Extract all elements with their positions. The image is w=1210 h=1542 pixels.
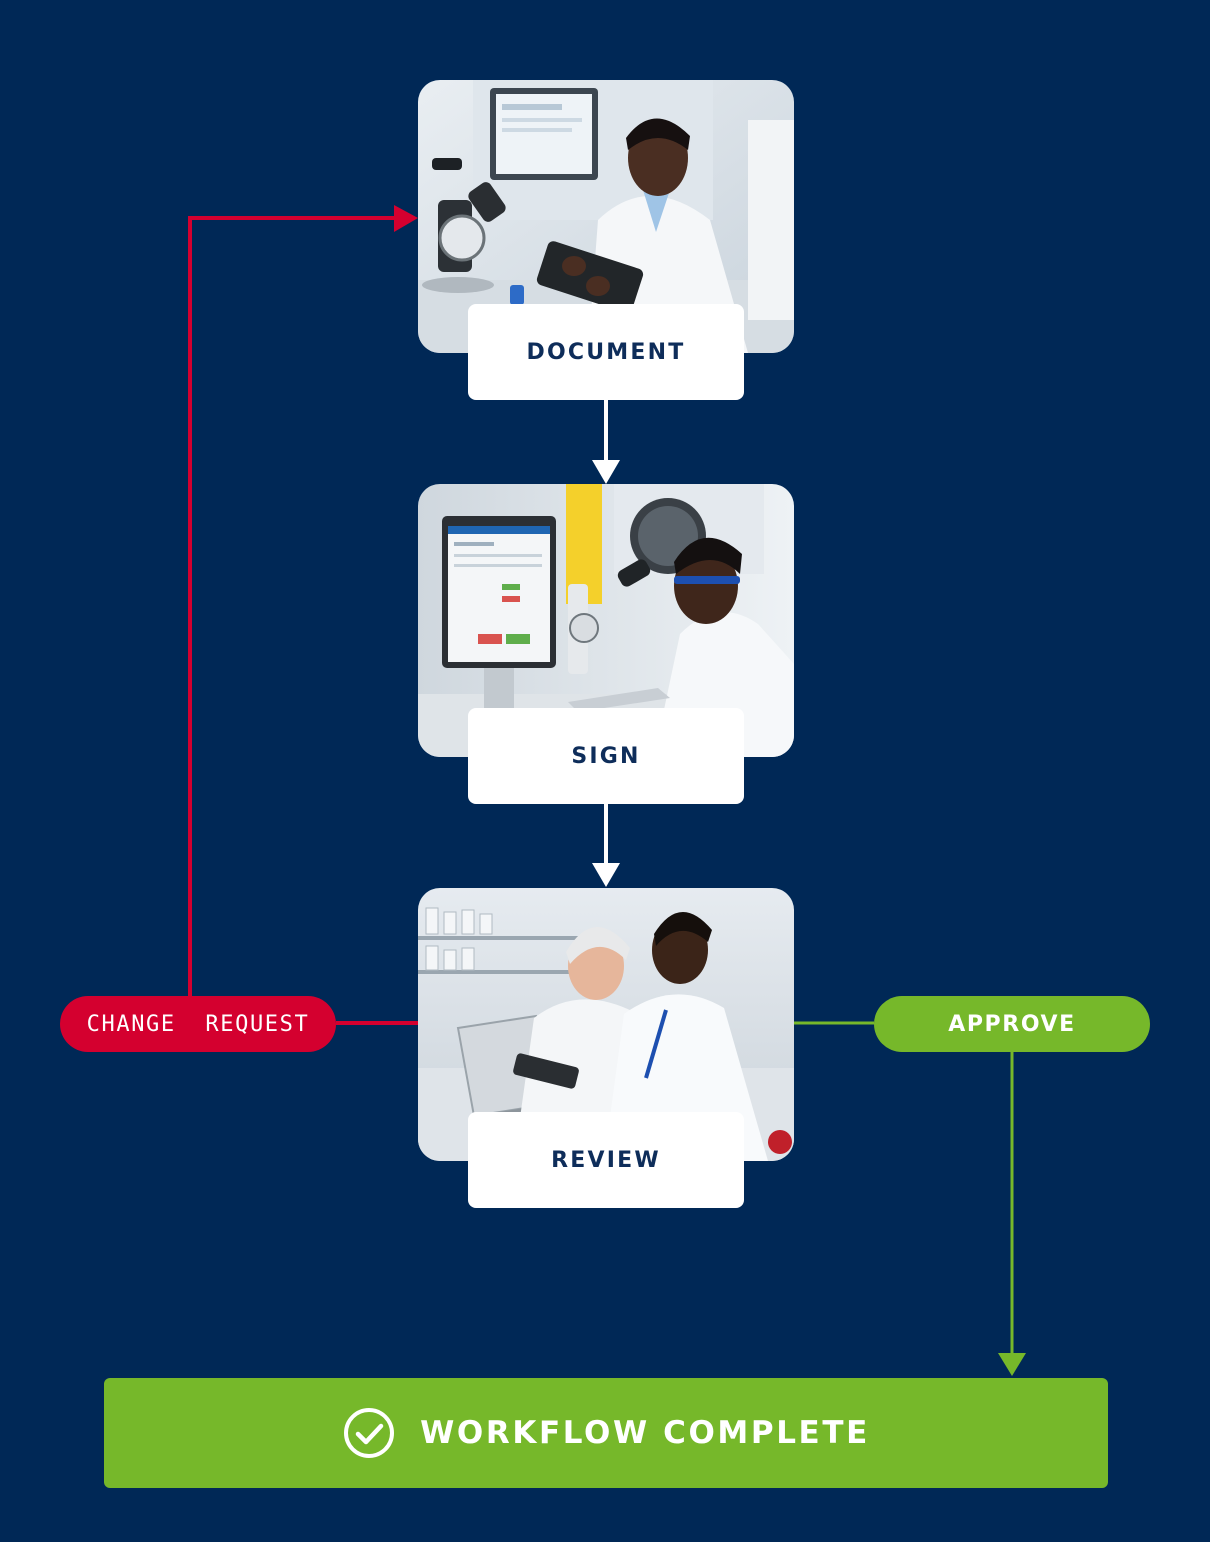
step-label-sign: SIGN [468,708,744,804]
change-request-pill: CHANGE REQUEST [60,996,336,1052]
approve-pill: APPROVE [874,996,1150,1052]
step-label-review: REVIEW [468,1112,744,1208]
photo-sign-step [418,484,794,757]
change-request-label: CHANGE REQUEST [86,1011,310,1037]
approve-label: APPROVE [948,1011,1076,1037]
arrow-document-to-sign [592,400,620,484]
workflow-complete-banner: WORKFLOW COMPLETE [104,1378,1108,1488]
step-label-document: DOCUMENT [468,304,744,400]
workflow-complete-label: WORKFLOW COMPLETE [420,1415,870,1451]
approve-arrow [794,1021,1026,1376]
change-request-loop-arrow [188,205,418,1025]
arrow-sign-to-review [592,804,620,887]
check-circle-icon [344,1408,395,1458]
